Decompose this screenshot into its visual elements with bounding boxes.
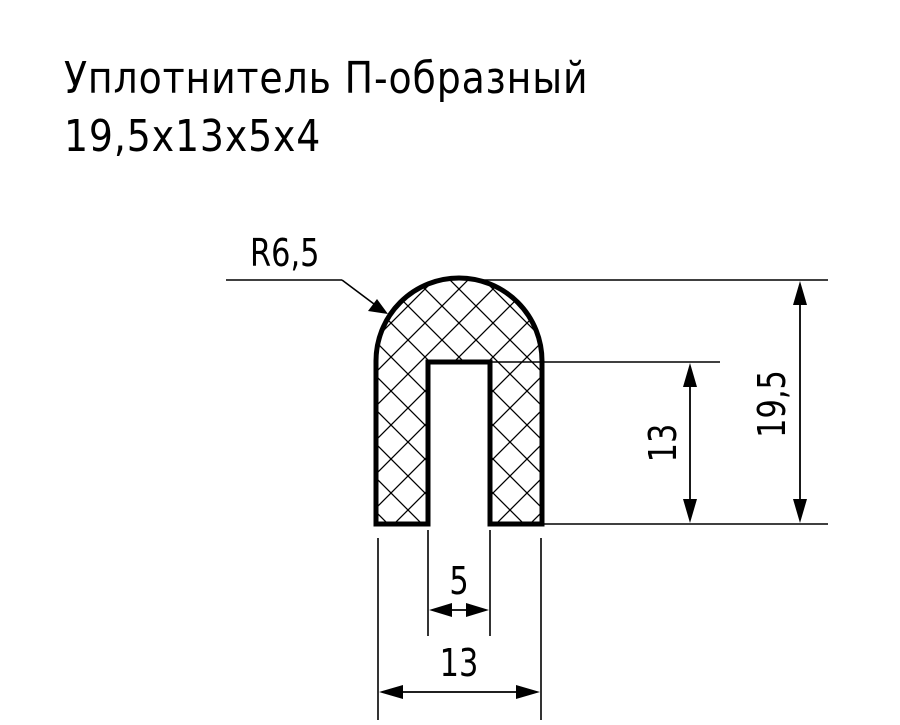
slot-width-dimension: [429, 603, 489, 617]
radius-leader: [226, 279, 388, 314]
extension-lines-bottom: [377, 530, 542, 720]
extension-lines-right: [468, 279, 828, 525]
drawing-title: Уплотнитель П-образный 19,5х13х5х4: [64, 50, 588, 166]
total-width-dimension: [379, 685, 540, 699]
inner-height-dimension: [683, 363, 697, 523]
title-line-1: Уплотнитель П-образный: [64, 53, 589, 104]
total-width-label: 13: [440, 642, 479, 686]
radius-label: R6,5: [250, 232, 319, 276]
slot-width-label: 5: [449, 560, 468, 604]
total-height-dimension: [793, 281, 807, 523]
total-height-label: 19,5: [751, 370, 795, 438]
inner-height-label: 13: [642, 424, 686, 463]
title-line-2: 19,5х13х5х4: [64, 111, 322, 162]
